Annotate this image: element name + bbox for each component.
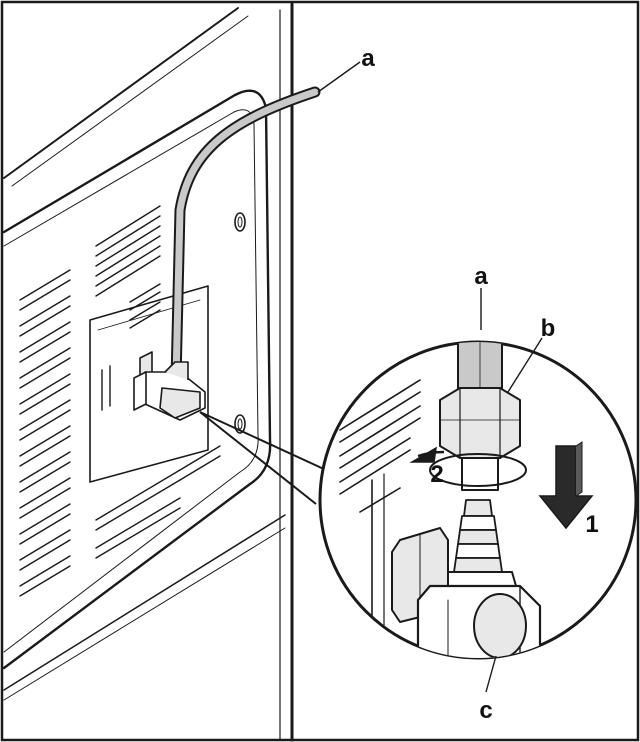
label-nut: b <box>541 315 556 342</box>
zoom-circle <box>318 340 638 660</box>
label-hose-zoom: a <box>474 263 488 290</box>
label-step-push: 1 <box>585 511 598 538</box>
label-step-rotate: 2 <box>430 461 443 488</box>
vent-slots <box>19 205 221 597</box>
label-elbow: c <box>479 697 492 724</box>
zoom-callout <box>199 411 327 505</box>
appliance-elbow-fitting <box>133 351 206 421</box>
appliance-body <box>2 2 294 742</box>
label-hose-top: a <box>361 45 375 72</box>
rotate-arrow <box>409 446 445 463</box>
gas-hose <box>170 86 321 386</box>
push-down-arrow <box>538 441 594 530</box>
leader-lines <box>317 61 543 693</box>
